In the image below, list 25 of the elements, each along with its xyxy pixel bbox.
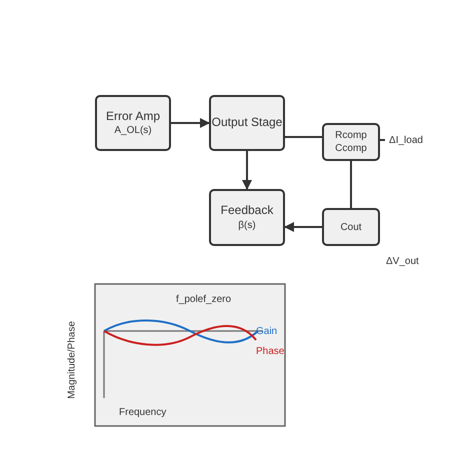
axis-title: Frequency bbox=[119, 407, 166, 418]
arrow bbox=[171, 118, 210, 128]
block-label: Feedback bbox=[220, 203, 274, 219]
block-label: Cout bbox=[340, 220, 362, 234]
block-box bbox=[209, 189, 285, 246]
connector-line bbox=[350, 161, 352, 208]
signal-label: ΔI_load bbox=[389, 134, 423, 146]
block-box bbox=[209, 95, 285, 151]
signal-label: ΔV_out bbox=[386, 256, 419, 267]
block-subtitle: β(s) bbox=[238, 218, 256, 232]
block-label: Error Amp bbox=[106, 108, 160, 124]
block-label: Rcomp Ccomp bbox=[334, 129, 368, 155]
connector-line bbox=[285, 136, 322, 138]
plot-title: f_polef_zero bbox=[176, 294, 232, 305]
block-subtitle: A_OL(s) bbox=[114, 124, 152, 138]
legend-label: Gain bbox=[256, 326, 278, 337]
block-label: Output Stage bbox=[212, 115, 282, 131]
component-box bbox=[322, 123, 380, 161]
component-box bbox=[322, 208, 380, 246]
arrow bbox=[284, 222, 322, 232]
block-box bbox=[95, 95, 171, 151]
axis-title: Magnitude/Phase bbox=[66, 321, 78, 399]
legend-label: Phase bbox=[256, 346, 284, 357]
arrow bbox=[242, 151, 252, 190]
connector-line bbox=[380, 139, 386, 141]
